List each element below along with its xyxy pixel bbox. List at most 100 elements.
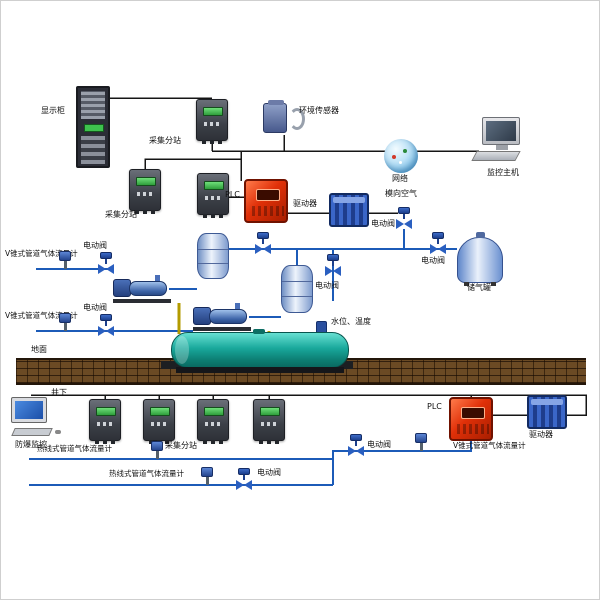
valve-body [325,266,341,276]
driver-unit-underground [527,395,567,429]
rack-vent-panel [81,91,105,119]
valve-stem [355,441,357,446]
display-cabinet [76,86,110,168]
vcone-flowmeter-underground [415,433,427,451]
vacuum-pump-2 [193,303,251,331]
pump-outlet [155,275,160,283]
lateral-air-label: 模向空气 [385,189,417,198]
substation-2-label: 采集分站 [105,210,137,219]
substation-1-label: 采集分站 [149,136,181,145]
flameproof-enclosure-top [244,179,288,223]
buttons [205,422,223,426]
electric-valve-gastank [429,232,447,254]
vcone-flowmeter-2 [59,313,71,331]
flowmeter-head [59,251,71,261]
electric-valve-pipe-1 [97,252,115,274]
collection-substation-u4 [253,399,285,444]
monitor-screen [486,121,516,141]
valve-body [255,244,271,254]
buttons [137,192,155,196]
valve-body [236,480,252,490]
valve-stem [105,259,107,264]
valve-body [348,446,364,456]
monitor-stand [496,145,508,150]
electric-valve-air [395,207,413,229]
driver-unit-top [329,193,369,227]
collection-substation-u3 [197,399,229,444]
hotwire-flowmeter-2-label: 热线式管道气体流量计 [109,469,184,478]
rack-slots [81,136,105,164]
buttons [204,122,222,126]
valve-actuator [327,254,339,261]
pump-outlet [235,303,240,311]
flowmeter-head [415,433,427,443]
flowmeter-stem [205,477,209,485]
monitoring-host [471,117,528,169]
plc-top-label: PLC [225,190,240,199]
network-label: 网络 [392,174,408,183]
hotwire-flowmeter-2 [201,467,213,485]
substation-underground-label: 采集分站 [165,441,197,450]
valve-body [98,264,114,274]
valve-body [98,326,114,336]
flowmeter-head [59,313,71,323]
cable-glands [202,140,224,144]
electric-valve-pipe-2 [97,314,115,336]
flowmeter-stem [155,451,159,459]
rack-screen [84,124,104,132]
flowmeter-stem [419,443,423,451]
electric-valve-u1 [347,434,365,456]
tank-stand [176,367,344,373]
valve-actuator [238,468,250,475]
vcone-flowmeter-2-label: V锥式管道气体流量计 [5,311,78,320]
valve-stem [332,261,334,266]
valve-actuator [100,314,112,321]
valve-stem [262,239,264,244]
cable-glands [203,214,225,218]
flowmeter-head [201,467,213,477]
enclosure-window [461,407,485,419]
flowmeter-head [151,441,163,451]
environment-sensor-label: 环境传感器 [299,106,339,115]
plc-underground-label: PLC [427,402,442,411]
display-cabinet-label: 显示柜 [41,106,65,115]
collection-substation-2 [129,169,161,214]
cable-glands [95,440,117,444]
flowmeter-stem [63,261,67,269]
explosion-proof-monitor [11,397,61,443]
lcd-screen [260,407,280,416]
valve-body [430,244,446,254]
water-level-temp-label: 水位、温度 [331,317,371,326]
enclosure-ribs [457,424,489,434]
buttons [205,196,223,200]
pump-body [129,281,167,296]
monitor [482,117,520,145]
separator-tank-1 [197,233,229,279]
separator-tank-2 [281,265,313,313]
valve-stem [105,321,107,326]
gas-tank-label: 储气罐 [467,283,491,292]
plc-unit-top [197,173,229,218]
collection-substation-u2 [143,399,175,444]
enclosure-window [256,189,280,201]
hotwire-flowmeter-1-label: 热线式管道气体流量计 [37,444,112,453]
monitor-screen [15,401,43,419]
vcone-flowmeter-1 [59,251,71,269]
surface-label: 地面 [31,345,47,354]
network-node-dot [392,155,396,159]
sensor-clamp-icon [289,108,305,130]
network-node-dot [399,161,402,164]
valve-stem [403,214,405,219]
valve-pipe-2-label: 电动阀 [83,303,107,312]
lcd-screen [150,407,170,416]
network-globe-icon [384,139,418,173]
lcd-screen [204,407,224,416]
environment-sensor [263,100,287,133]
valve-mid-label: 电动阀 [315,281,339,290]
keyboard [11,428,53,436]
collection-substation-u1 [89,399,121,444]
network-node-dot [403,149,407,153]
valve-actuator [257,232,269,239]
buttons [151,422,169,426]
